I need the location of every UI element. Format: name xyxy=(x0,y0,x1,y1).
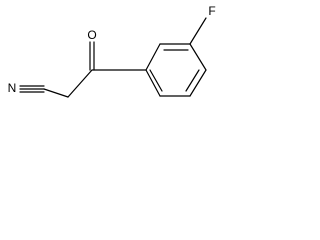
methylene-to-carbonyl-bond xyxy=(67,69,93,98)
ring-bond-6 xyxy=(145,69,161,97)
chemical-structure-diagram: N O F xyxy=(8,4,216,98)
nitrogen-atom-label: N xyxy=(8,81,17,95)
ring-bond-1 xyxy=(145,43,161,71)
ring-bond-4 xyxy=(189,69,207,97)
fluorine-atom-label: F xyxy=(208,4,215,18)
ring-bond-3 xyxy=(189,43,207,71)
ring-to-fluorine-bond xyxy=(189,17,207,45)
ring-inner-double-3 xyxy=(149,69,163,92)
ring-inner-double-2 xyxy=(185,69,200,92)
oxygen-atom-label: O xyxy=(87,28,96,42)
nitrile-to-methylene-bond xyxy=(43,88,69,98)
